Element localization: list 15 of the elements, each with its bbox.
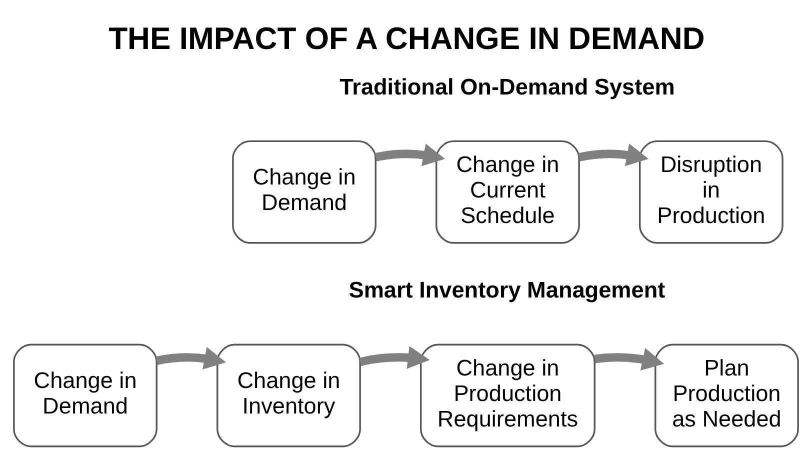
node-box: Change in Inventory — [216, 343, 361, 447]
diagram-title: THE IMPACT OF A CHANGE IN DEMAND — [108, 20, 705, 56]
node-box: Change in Demand — [232, 140, 376, 244]
node-box: Disruption in Production — [638, 140, 784, 244]
node-box: Change in Current Schedule — [436, 140, 580, 244]
arrow — [374, 143, 446, 166]
arrow — [359, 346, 430, 368]
arrow — [156, 346, 226, 370]
node-box: Plan Production as Needed — [654, 343, 799, 447]
arrow — [578, 143, 649, 166]
label: Traditional On-Demand System — [340, 74, 675, 99]
node-box: Change in Production Requirements — [420, 343, 596, 447]
node-box: Change in Demand — [13, 343, 158, 447]
arrow — [594, 348, 664, 370]
label: Smart Inventory Management — [348, 277, 666, 302]
